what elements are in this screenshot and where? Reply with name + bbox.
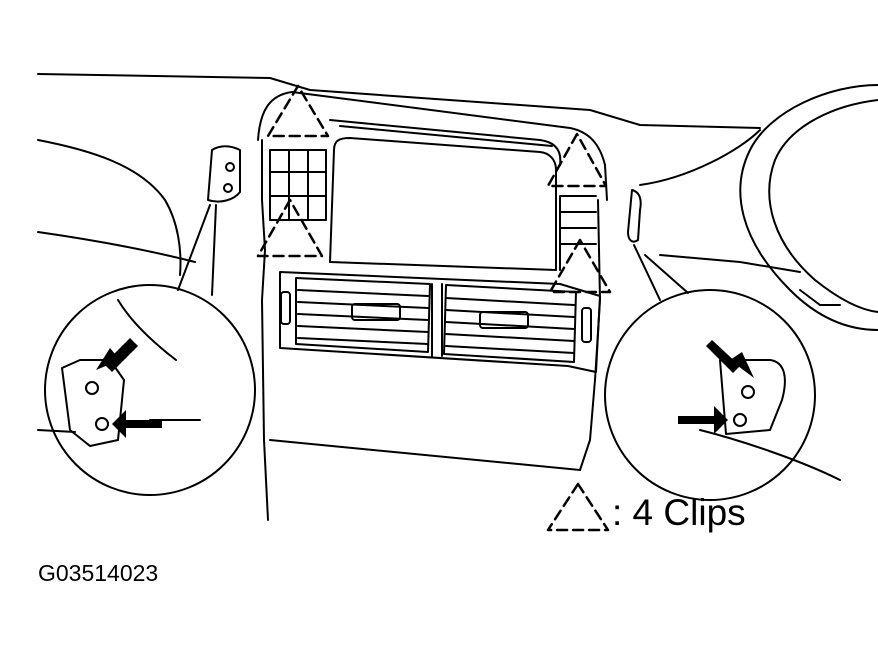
figure-code: G03514023	[38, 560, 159, 586]
arrow-icon	[706, 340, 740, 373]
side-brackets	[207, 145, 642, 243]
steering-wheel	[739, 84, 878, 331]
clip-markers	[256, 84, 612, 294]
right-detail-callout	[604, 244, 816, 501]
arrow-icon	[112, 410, 162, 438]
dashboard-outline	[37, 73, 841, 481]
arrow-icon	[104, 338, 138, 372]
clip-triangle-icon	[548, 238, 612, 294]
arrow-icon	[678, 406, 728, 434]
clip-triangle-icon	[266, 84, 330, 138]
center-panel	[257, 91, 608, 521]
legend-label: : 4 Clips	[612, 492, 746, 533]
arrows	[96, 338, 754, 438]
left-detail-callout	[44, 204, 256, 496]
clip-triangle-icon	[546, 132, 608, 188]
legend-triangle-icon	[546, 482, 610, 532]
clip-triangle-icon	[256, 198, 324, 258]
